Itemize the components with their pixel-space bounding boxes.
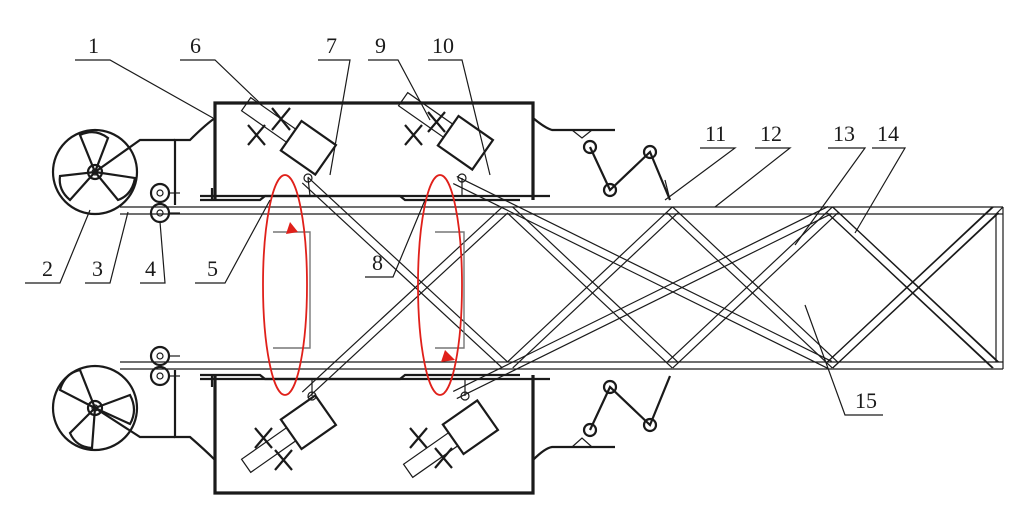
lattice-member [672, 212, 839, 369]
lattice-member [456, 175, 833, 362]
lattice-member [832, 212, 1000, 369]
label-7: 7 [326, 33, 337, 58]
lattice-member [301, 206, 503, 393]
label-5: 5 [207, 256, 218, 281]
lattice-member [456, 213, 833, 400]
lattice-member [506, 212, 673, 369]
part-labels: 1 2 3 4 5 6 7 8 9 10 11 12 13 14 15 [42, 33, 899, 413]
label-2: 2 [42, 256, 53, 281]
lattice-member [506, 206, 673, 363]
label-9: 9 [375, 33, 386, 58]
main-beam [120, 206, 1004, 370]
leader-lines [25, 59, 907, 416]
lattice-member [666, 212, 833, 369]
upper-propeller [51, 128, 175, 216]
label-12: 12 [760, 121, 782, 146]
lower-linkage-arm [582, 375, 672, 438]
label-8: 8 [372, 250, 383, 275]
label-1: 1 [88, 33, 99, 58]
lower-right-bracket [532, 437, 615, 461]
lower-pulleys [149, 345, 180, 387]
lattice-member [826, 212, 994, 369]
lattice-member [307, 212, 509, 399]
upper-left-bracket [173, 117, 216, 205]
label-15: 15 [855, 388, 877, 413]
upper-right-bracket [532, 117, 615, 139]
lower-actuator-right [402, 379, 500, 479]
label-4: 4 [145, 256, 156, 281]
lattice-member [452, 205, 829, 392]
lattice-member [666, 206, 833, 363]
label-14: 14 [877, 121, 899, 146]
rotation-arrow-left [262, 174, 308, 396]
upper-housing [200, 101, 550, 202]
label-6: 6 [190, 33, 201, 58]
lower-propeller [51, 364, 175, 452]
rotation-arrow-right [417, 174, 463, 396]
lower-left-bracket [173, 370, 216, 461]
upper-actuator-left [240, 96, 338, 197]
lattice-member [452, 183, 829, 370]
label-13: 13 [833, 121, 855, 146]
lattice-member [307, 176, 509, 363]
upper-linkage-arm [582, 139, 672, 201]
lower-actuator-left [240, 379, 338, 474]
upper-actuator-right [397, 91, 495, 196]
lattice-member [826, 206, 994, 363]
lattice [301, 175, 1000, 400]
label-11: 11 [705, 121, 726, 146]
lattice-member [672, 206, 839, 363]
label-3: 3 [92, 256, 103, 281]
lattice-member [832, 206, 1000, 363]
lattice-member [301, 182, 503, 369]
lattice-member [512, 206, 679, 363]
lattice-member [512, 212, 679, 369]
lower-housing [200, 373, 550, 495]
label-10: 10 [432, 33, 454, 58]
